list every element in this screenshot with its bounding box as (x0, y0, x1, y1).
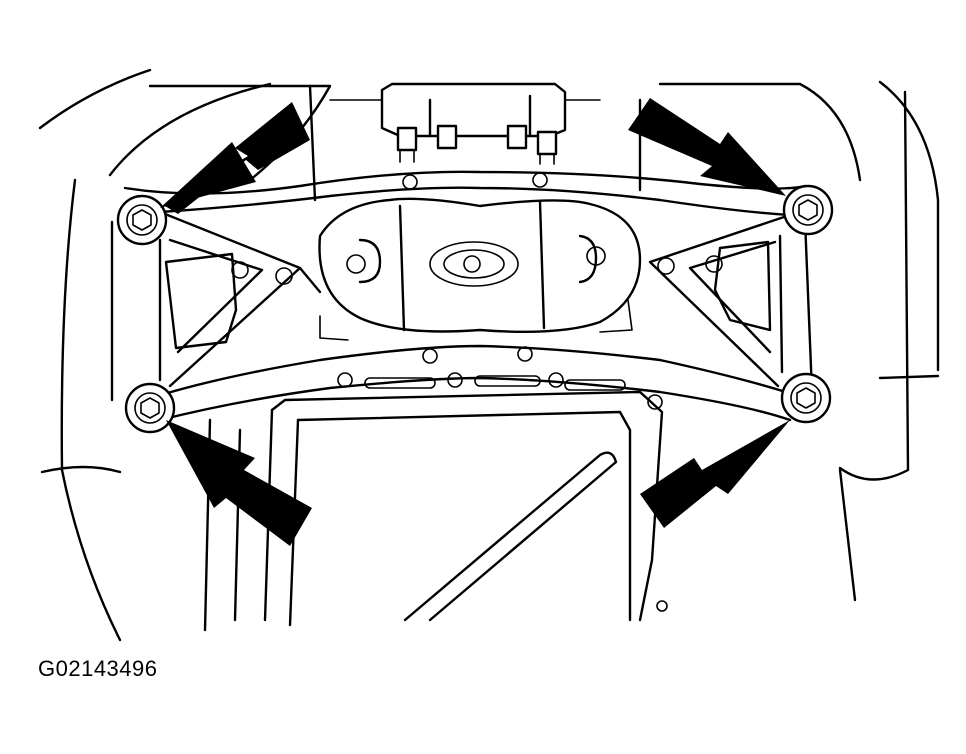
callout-arrow-upper-left (160, 102, 310, 214)
crossmember-bolt-lower-left (124, 382, 176, 434)
engine-mount (318, 197, 642, 341)
vehicle-body-outline (38, 68, 940, 642)
crossmember (110, 170, 814, 422)
upper-mount-bracket (380, 82, 567, 165)
crossmember-bolt-upper-right (782, 184, 834, 236)
figure-id-label: G02143496 (38, 656, 158, 681)
callout-arrow-lower-left (166, 420, 312, 546)
crossmember-bolt-lower-right (780, 372, 832, 424)
callout-arrow-lower-right (640, 420, 790, 528)
callout-arrow-upper-right (628, 98, 786, 196)
crossmember-bolt-upper-left (116, 194, 168, 246)
